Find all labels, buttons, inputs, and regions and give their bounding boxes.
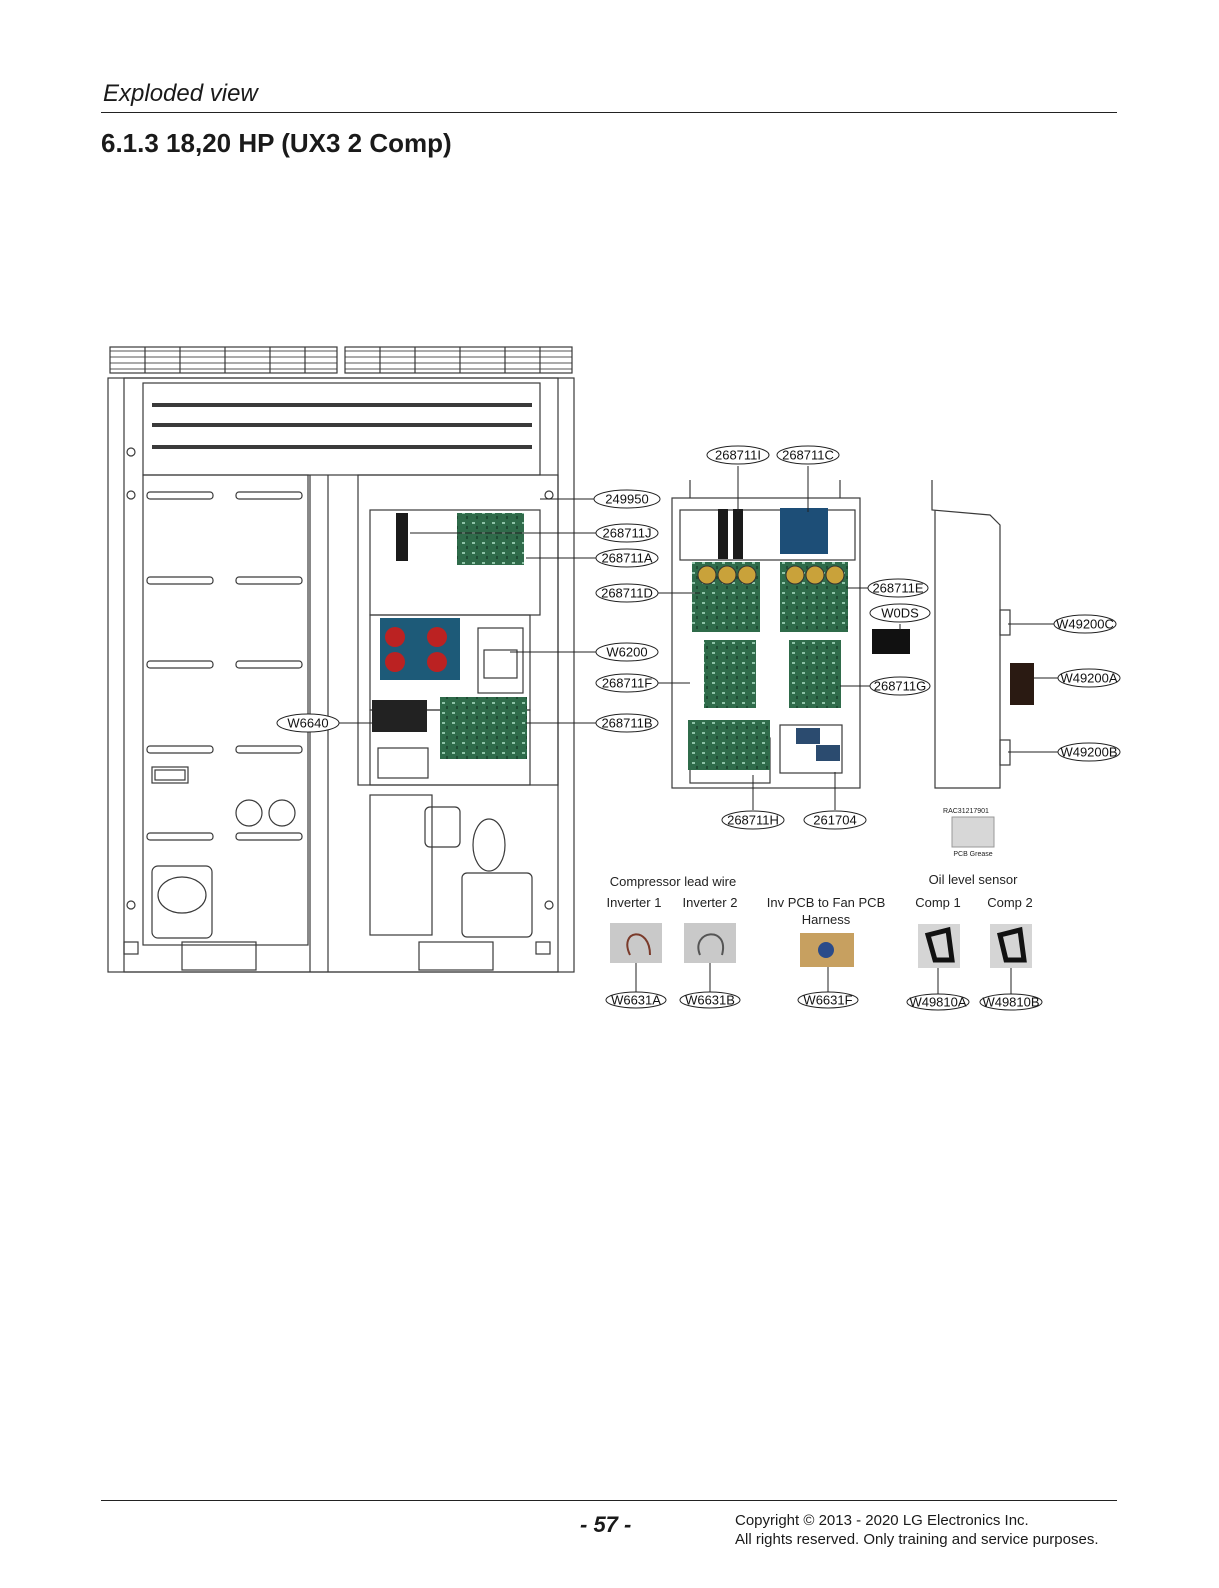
caption-inverter-1: Inverter 1 xyxy=(607,895,662,910)
callout-268711H xyxy=(721,810,785,830)
caption-comp-1: Comp 1 xyxy=(915,895,961,910)
inverter-sub-pcb-1 xyxy=(704,640,756,708)
caption-comp-2: Comp 2 xyxy=(987,895,1033,910)
inverter-sub-pcb-2 xyxy=(789,640,841,708)
copyright-notice: Copyright © 2013 - 2020 LG Electronics I… xyxy=(735,1511,1099,1549)
callout-label-268711E: 268711E xyxy=(872,580,923,595)
fan-pcb-image xyxy=(440,697,527,759)
caption-oil-level-sensor: Oil level sensor xyxy=(929,872,1019,887)
callout-W6631B xyxy=(679,991,741,1009)
callout-268711B xyxy=(595,713,659,733)
relay-module-1 xyxy=(796,728,820,744)
callout-249950 xyxy=(593,489,661,509)
callout-W6640 xyxy=(276,713,340,733)
callout-268711F xyxy=(595,673,659,693)
caption-pcb-grease: PCB Grease xyxy=(953,851,992,858)
callout-label-W49810A: W49810A xyxy=(909,994,966,1009)
callout-label-249950: 249950 xyxy=(605,491,648,506)
callout-268711E xyxy=(867,578,929,598)
callout-W6200 xyxy=(595,642,659,662)
callout-W6631F xyxy=(797,991,859,1009)
callout-268711C xyxy=(776,445,840,465)
callout-label-W6640: W6640 xyxy=(287,715,328,730)
ferrite-core-left xyxy=(718,509,728,559)
filter-capacitors xyxy=(385,627,447,672)
page-header-title: Exploded view xyxy=(103,80,258,107)
side-panel-drawing xyxy=(931,480,1011,789)
diode-module-image xyxy=(872,629,910,654)
callout-268711A xyxy=(595,548,659,568)
caption-inverter-2: Inverter 2 xyxy=(683,895,738,910)
callout-label-268711I: 268711I xyxy=(715,447,761,462)
callout-261704 xyxy=(803,810,867,830)
ferrite-core-right xyxy=(733,509,743,559)
callout-label-268711H: 268711H xyxy=(727,812,779,827)
callout-label-W6631A: W6631A xyxy=(611,992,661,1007)
lead-wire-images xyxy=(610,923,1032,968)
main-control-pcb xyxy=(688,720,770,770)
callout-label-268711J: 268711J xyxy=(603,525,652,540)
caption-compressor-lead-wire: Compressor lead wire xyxy=(610,874,736,889)
callout-label-W49810B: W49810B xyxy=(982,994,1039,1009)
outdoor-unit-drawing xyxy=(107,346,575,973)
reactor-image xyxy=(1010,663,1034,705)
callout-label-268711F: 268711F xyxy=(602,675,652,690)
callout-label-W49200C: W49200C xyxy=(1056,616,1114,631)
callout-label-W6631F: W6631F xyxy=(803,992,852,1007)
callout-W49200B xyxy=(1057,742,1121,762)
callout-label-268711D: 268711D xyxy=(601,585,653,600)
leader-lines xyxy=(338,466,1058,994)
page-number: - 57 - xyxy=(580,1512,632,1537)
callout-W49810B xyxy=(979,993,1043,1011)
fan-inverter-pcb xyxy=(780,508,828,554)
main-pcb-image xyxy=(457,513,524,565)
callout-W0DS xyxy=(869,603,931,623)
callout-268711I xyxy=(706,445,770,465)
control-box-drawing xyxy=(671,480,861,789)
terminal-block xyxy=(372,700,427,732)
callout-label-268711G: 268711G xyxy=(874,678,927,693)
caption-harness-line1: Inv PCB to Fan PCB xyxy=(767,895,886,910)
footer-divider xyxy=(101,1500,1117,1501)
callout-label-W6631B: W6631B xyxy=(685,992,735,1007)
callout-label-268711B: 268711B xyxy=(601,715,652,730)
copyright-line-1: Copyright © 2013 - 2020 LG Electronics I… xyxy=(735,1512,1029,1529)
callout-268711D xyxy=(595,583,659,603)
pcb-grease-image xyxy=(951,816,995,848)
callout-W49200C xyxy=(1053,614,1117,634)
callout-label-261704: 261704 xyxy=(813,812,856,827)
relay-module-2 xyxy=(816,745,840,761)
callout-W6631A xyxy=(605,991,667,1009)
callout-268711G xyxy=(869,676,931,696)
caption-rac-code: RAC31217901 xyxy=(943,808,989,815)
header-divider xyxy=(101,112,1117,113)
section-title: 6.1.3 18,20 HP (UX3 2 Comp) xyxy=(101,128,452,158)
callout-W49200A xyxy=(1057,668,1121,688)
callout-label-268711A: 268711A xyxy=(601,550,652,565)
dc-link-capacitors xyxy=(697,565,845,585)
callout-268711J xyxy=(595,523,659,543)
callout-W49810A xyxy=(906,993,970,1011)
caption-harness-line2: Harness xyxy=(802,912,851,927)
callout-label-W49200A: W49200A xyxy=(1060,670,1117,685)
callout-label-W0DS: W0DS xyxy=(881,605,919,620)
callout-label-W49200B: W49200B xyxy=(1060,744,1117,759)
ferrite-core xyxy=(396,513,408,561)
copyright-line-2: All rights reserved. Only training and s… xyxy=(735,1531,1099,1548)
callout-label-W6200: W6200 xyxy=(606,644,647,659)
callout-label-268711C: 268711C xyxy=(782,447,834,462)
